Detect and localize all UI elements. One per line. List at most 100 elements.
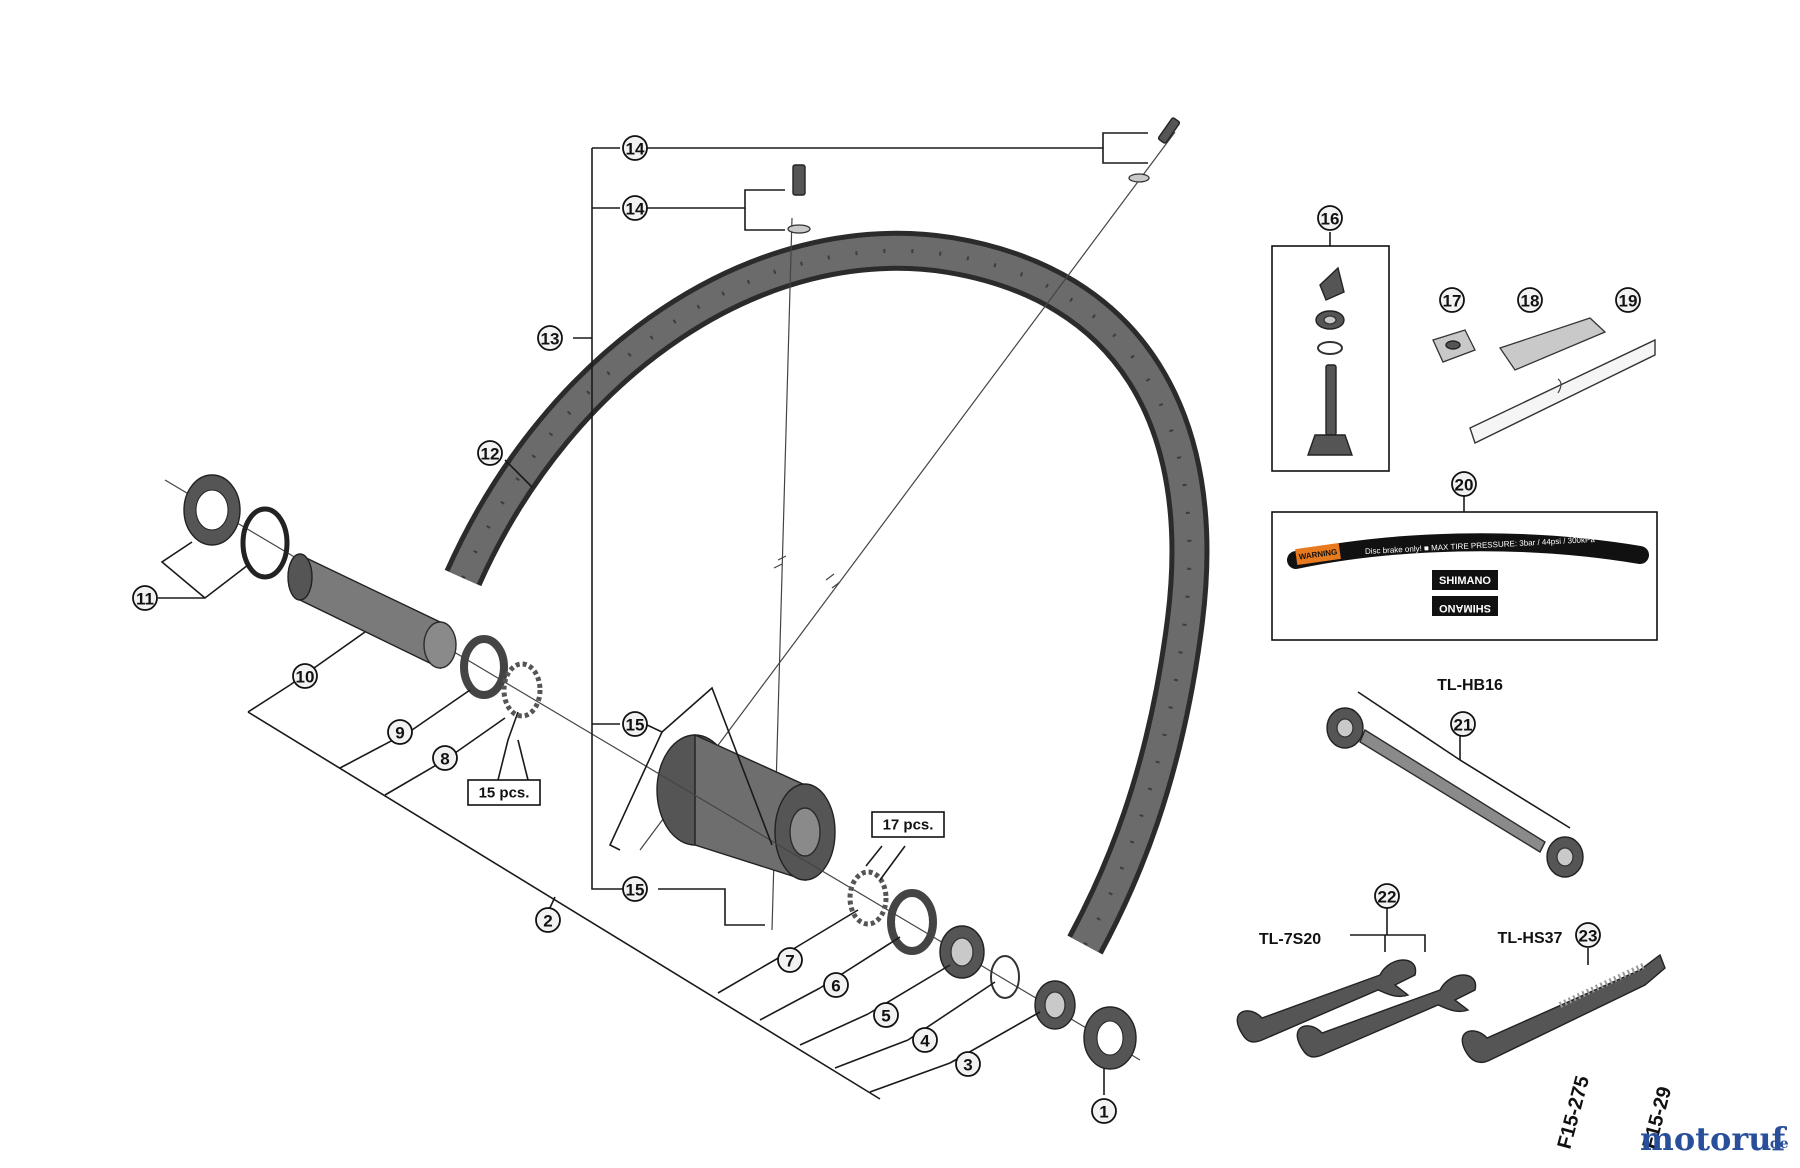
callout-circle (292, 663, 318, 689)
callout-circle (537, 325, 563, 351)
callout-circle (873, 1002, 899, 1028)
callout-14a: 14 (622, 135, 648, 161)
rim (444, 230, 1210, 955)
lock-ring-11 (183, 474, 241, 546)
callout-number: 23 (1579, 927, 1598, 946)
spoke-nipple-top (787, 117, 1181, 234)
callout-number: 12 (481, 445, 500, 464)
callout-1: 1 (1091, 1098, 1117, 1124)
callout-number: 20 (1455, 476, 1474, 495)
tool-label-tl-7s20: TL-7S20 (1259, 931, 1321, 948)
callout-number: 14 (626, 200, 645, 219)
callout-number: 21 (1454, 716, 1473, 735)
tubeless-valve (1307, 266, 1353, 456)
callout-number: 1 (1099, 1103, 1108, 1122)
callout-circle (477, 440, 503, 466)
callout-circle (432, 745, 458, 771)
callout-circle (955, 1051, 981, 1077)
callout-circle (387, 719, 413, 745)
qty-17-text: 17 pcs. (883, 817, 934, 834)
rim-tape-19 (1469, 338, 1656, 444)
callout-circle (1451, 471, 1477, 497)
callout-4: 4 (912, 1027, 938, 1053)
callout-circle (1374, 883, 1400, 909)
callout-circle (1615, 287, 1641, 313)
callout-number: 9 (395, 724, 404, 743)
callout-number: 19 (1619, 292, 1638, 311)
callout-number: 3 (963, 1056, 972, 1075)
callout-17: 17 (1439, 287, 1465, 313)
qty-15-text: 15 pcs. (479, 785, 530, 802)
callout-number: 7 (785, 952, 794, 971)
callout-13: 13 (537, 325, 563, 351)
callout-18: 18 (1517, 287, 1543, 313)
callout-circle (777, 947, 803, 973)
callout-number: 6 (831, 977, 840, 996)
tool-label-tl-hb16: TL-HB16 (1437, 677, 1503, 694)
spacer-ring-11 (240, 506, 290, 580)
cone-wrench-tl-hs37 (1461, 953, 1666, 1064)
callout-number: 11 (136, 590, 154, 609)
callout-8: 8 (432, 745, 458, 771)
callout-number: 13 (541, 330, 560, 349)
callout-5: 5 (873, 1002, 899, 1028)
cone-5 (939, 925, 985, 979)
callout-11: 11 (132, 585, 158, 611)
callout-23: 23 (1575, 922, 1601, 948)
callout-circle (622, 711, 648, 737)
rim-plug-18 (1498, 317, 1607, 371)
diagram-code-left: F15-275 (1554, 1074, 1595, 1152)
end-cap-1 (1083, 1006, 1137, 1070)
callout-15a: 15 (622, 711, 648, 737)
callout-circle (1091, 1098, 1117, 1124)
o-ring-4 (990, 955, 1020, 999)
sticker-brand-inverted: SHIMANO (1439, 602, 1491, 614)
callout-9: 9 (387, 719, 413, 745)
rim-sticker: WARNING Disc brake only! ■ MAX TIRE PRES… (1287, 533, 1649, 616)
callout-number: 17 (1443, 292, 1462, 311)
callout-circle (622, 195, 648, 221)
callout-6: 6 (823, 972, 849, 998)
callout-number: 18 (1521, 292, 1540, 311)
sticker-box (1271, 511, 1658, 641)
ball-retainer-8 (501, 661, 543, 719)
seal-ring-9 (460, 635, 508, 699)
callout-circle (912, 1027, 938, 1053)
callout-number: 5 (881, 1007, 890, 1026)
callout-circle (1317, 205, 1343, 231)
cone-wrench-tl-7s20 (1236, 959, 1477, 1058)
callout-15b: 15 (622, 876, 648, 902)
sticker-brand: SHIMANO (1439, 575, 1491, 587)
callout-20: 20 (1451, 471, 1477, 497)
callout-19: 19 (1615, 287, 1641, 313)
watermark-logo: motoruf .de (1640, 1120, 1789, 1158)
callout-circle (1450, 711, 1476, 737)
callout-number: 14 (626, 140, 645, 159)
callout-number: 22 (1378, 888, 1397, 907)
seal-ring-6 (887, 889, 937, 955)
freehub-body-10 (287, 553, 457, 670)
callout-7: 7 (777, 947, 803, 973)
callout-2: 2 (535, 907, 561, 933)
callout-number: 4 (920, 1032, 930, 1051)
callout-circle (622, 135, 648, 161)
callout-16: 16 (1317, 205, 1343, 231)
callout-circle (535, 907, 561, 933)
callout-number: 15 (626, 881, 645, 900)
callout-circle (1439, 287, 1465, 313)
callout-21: 21 (1450, 711, 1476, 737)
callout-number: 2 (543, 912, 552, 931)
hub-body (656, 733, 836, 881)
spacer-3 (1034, 980, 1076, 1030)
callout-3: 3 (955, 1051, 981, 1077)
callout-circle (132, 585, 158, 611)
watermark-brand: motoruf (1640, 1120, 1787, 1158)
callout-circle (622, 876, 648, 902)
tool-label-tl-hs37: TL-HS37 (1498, 930, 1563, 947)
callout-circle (823, 972, 849, 998)
ball-retainer-7 (847, 869, 889, 927)
valve-kit-box (1271, 245, 1390, 472)
